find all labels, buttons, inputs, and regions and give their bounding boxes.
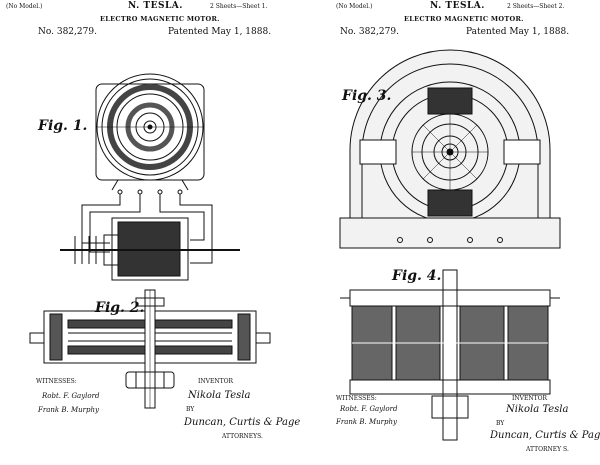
patent-sheet-1: (No Model.) 2 Sheets—Sheet 1. N. TESLA. … bbox=[6, 1, 301, 440]
fig3-motor-drawing bbox=[339, 49, 561, 249]
sheet-label: 2 Sheets—Sheet 2. bbox=[507, 3, 565, 10]
fig4-section-drawing bbox=[340, 269, 560, 441]
witnesses-label: WITNESSES: bbox=[336, 395, 377, 402]
fig1-label: Fig. 1. bbox=[38, 118, 88, 134]
witness-1-signature: Robt. F. Gaylord bbox=[42, 392, 100, 400]
model-note: (No Model.) bbox=[6, 3, 43, 10]
witnesses-label: WITNESSES: bbox=[36, 378, 77, 385]
by-label: BY bbox=[496, 420, 505, 427]
sheet-label: 2 Sheets—Sheet 1. bbox=[210, 3, 268, 10]
drawing-sheet-1 bbox=[29, 73, 271, 409]
model-note: (No Model.) bbox=[336, 3, 373, 10]
patent-title: ELECTRO MAGNETIC MOTOR. bbox=[404, 15, 524, 23]
witness-1-signature: Robt. F. Gaylord bbox=[340, 405, 398, 413]
inventor-signature: Nikola Tesla bbox=[506, 404, 569, 415]
drawing-sheet-2 bbox=[339, 49, 561, 441]
patent-number: No. 382,279. bbox=[340, 27, 399, 37]
fig2-label: Fig. 2. bbox=[95, 300, 145, 316]
fig3-label: Fig. 3. bbox=[342, 88, 392, 104]
inventor-label: INVENTOR bbox=[512, 395, 548, 402]
witness-2-signature: Frank B. Murphy bbox=[336, 418, 397, 426]
patent-date: Patented May 1, 1888. bbox=[466, 27, 570, 37]
inventor-signature: Nikola Tesla bbox=[188, 390, 251, 401]
patent-date: Patented May 1, 1888. bbox=[168, 27, 272, 37]
fig2-section-drawing bbox=[29, 289, 271, 409]
patent-title: ELECTRO MAGNETIC MOTOR. bbox=[100, 15, 220, 23]
patent-number: No. 382,279. bbox=[38, 27, 97, 37]
witness-2-signature: Frank B. Murphy bbox=[38, 406, 99, 414]
attorneys-label: ATTORNEY S. bbox=[526, 446, 569, 453]
fig4-label: Fig. 4. bbox=[392, 268, 442, 284]
attorneys-label: ATTORNEYS. bbox=[222, 433, 263, 440]
inventor-name: N. TESLA. bbox=[128, 1, 183, 11]
inventor-name: N. TESLA. bbox=[430, 1, 485, 11]
attorneys-signature: Duncan, Curtis & Page bbox=[490, 430, 600, 441]
inventor-label: INVENTOR bbox=[198, 378, 234, 385]
patent-sheet-2: (No Model.) 2 Sheets—Sheet 2. N. TESLA. … bbox=[300, 0, 600, 465]
fig1-motor-drawing bbox=[60, 73, 240, 281]
by-label: BY bbox=[186, 406, 195, 413]
attorneys-signature: Duncan, Curtis & Page bbox=[184, 417, 301, 428]
